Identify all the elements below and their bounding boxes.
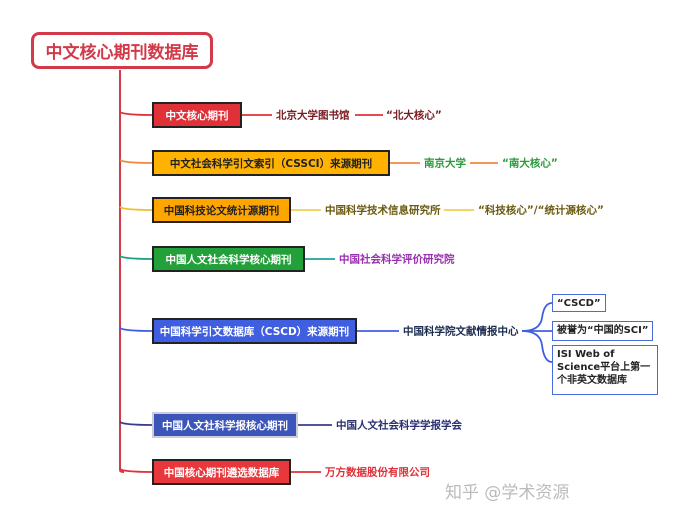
- branch-alias-3: “科技核心”/“统计源核心”: [478, 204, 604, 217]
- branch-alias-2: “南大核心”: [502, 157, 558, 170]
- detail-box-3: ISI Web of Science平台上第一个非英文数据库: [552, 345, 658, 395]
- branch-source-2: 南京大学: [424, 157, 466, 170]
- branch-node-2: 中文社会科学引文索引（CSSCI）来源期刊: [152, 150, 390, 176]
- branch-node-3: 中国科技论文统计源期刊: [152, 197, 291, 223]
- branch-source-6: 中国人文社会科学学报学会: [336, 419, 462, 432]
- branch-source-5: 中国科学院文献情报中心: [403, 325, 519, 338]
- branch-node-7: 中国核心期刊遴选数据库: [152, 459, 291, 485]
- branch-node-6: 中国人文社科学报核心期刊: [152, 412, 298, 438]
- watermark: 知乎 @学术资源: [445, 483, 570, 503]
- branch-source-3: 中国科学技术信息研究所: [325, 204, 441, 217]
- branch-source-4: 中国社会科学评价研究院: [339, 253, 455, 266]
- detail-box-2: 被誉为“中国的SCI”: [552, 321, 654, 341]
- root-title: 中文核心期刊数据库: [31, 32, 213, 69]
- branch-source-1: 北京大学图书馆: [276, 109, 350, 122]
- branch-node-5: 中国科学引文数据库（CSCD）来源期刊: [152, 318, 357, 344]
- branch-source-7: 万方数据股份有限公司: [325, 466, 430, 479]
- branch-node-4: 中国人文社会科学核心期刊: [152, 246, 305, 272]
- detail-box-1: “CSCD”: [552, 294, 606, 312]
- branch-alias-1: “北大核心”: [386, 109, 442, 122]
- branch-node-1: 中文核心期刊: [152, 102, 242, 128]
